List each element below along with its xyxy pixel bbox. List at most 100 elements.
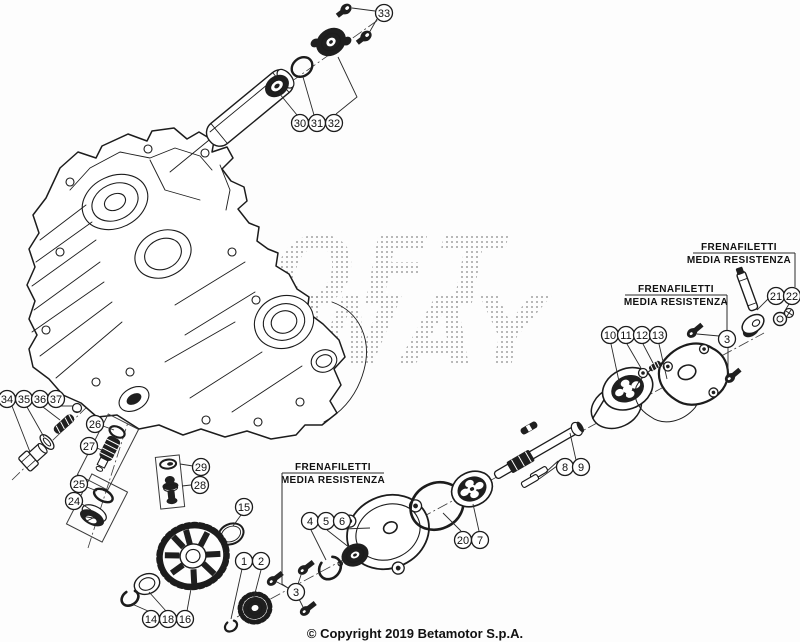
svg-text:8: 8 bbox=[562, 462, 568, 474]
svg-text:18: 18 bbox=[162, 614, 174, 626]
svg-text:25: 25 bbox=[73, 479, 85, 491]
part-oring-31 bbox=[290, 55, 314, 79]
part-pin-8b bbox=[520, 474, 540, 488]
threadlock-label-2: FRENAFILETTI MEDIA RESISTENZA bbox=[624, 284, 728, 331]
part-circlip-1 bbox=[223, 619, 239, 633]
part-washer-18 bbox=[133, 572, 161, 596]
part-screw-3a bbox=[266, 571, 284, 586]
engine-crankcase-drawing bbox=[26, 127, 367, 440]
svg-text:31: 31 bbox=[311, 118, 323, 130]
balloon-33: 33 bbox=[374, 3, 394, 23]
svg-text:27: 27 bbox=[83, 441, 95, 453]
svg-text:15: 15 bbox=[238, 502, 250, 514]
svg-text:35: 35 bbox=[18, 394, 30, 406]
threadlock-label-line2: MEDIA RESISTENZA bbox=[687, 255, 791, 266]
balloon-2: 2 bbox=[251, 551, 271, 571]
part-rotor-10 bbox=[590, 366, 654, 430]
svg-text:16: 16 bbox=[179, 614, 191, 626]
exploded-parts bbox=[18, 3, 795, 633]
balloon-4: 4 bbox=[300, 511, 320, 531]
part-screw-3c bbox=[299, 601, 317, 616]
svg-text:2: 2 bbox=[258, 556, 264, 568]
balloon-21: 21 bbox=[766, 286, 786, 306]
balloon-29: 29 bbox=[191, 457, 211, 477]
part-pump-body-13 bbox=[657, 342, 729, 406]
threadlock-label-line1: FRENAFILETTI bbox=[701, 242, 777, 253]
balloon-37: 37 bbox=[46, 389, 66, 409]
balloon-6: 6 bbox=[332, 511, 352, 531]
threadlock-label-line2: MEDIA RESISTENZA bbox=[281, 475, 385, 486]
part-ball-37 bbox=[71, 402, 83, 414]
part-pin-9 bbox=[520, 421, 538, 435]
part-seal-30 bbox=[265, 74, 289, 98]
part-bolt-33b bbox=[355, 30, 372, 45]
svg-text:6: 6 bbox=[339, 516, 345, 528]
part-nut-11 bbox=[637, 367, 649, 379]
svg-text:36: 36 bbox=[34, 394, 46, 406]
balloon-30: 30 bbox=[290, 113, 310, 133]
svg-text:32: 32 bbox=[328, 118, 340, 130]
balloon-7: 7 bbox=[470, 530, 490, 550]
svg-text:28: 28 bbox=[194, 480, 206, 492]
leader-lines bbox=[11, 7, 790, 620]
threadlock-label-line1: FRENAFILETTI bbox=[295, 462, 371, 473]
balloon-28: 28 bbox=[190, 475, 210, 495]
part-group-valve bbox=[154, 454, 186, 510]
svg-text:1: 1 bbox=[241, 556, 247, 568]
svg-text:5: 5 bbox=[323, 516, 329, 528]
part-cap-32 bbox=[310, 27, 352, 57]
svg-text:34: 34 bbox=[1, 394, 13, 406]
svg-text:30: 30 bbox=[294, 118, 306, 130]
svg-text:21: 21 bbox=[770, 291, 782, 303]
part-group-filter-cover bbox=[65, 473, 129, 543]
part-plug-34 bbox=[18, 442, 48, 472]
balloon-25: 25 bbox=[69, 474, 89, 494]
balloon-27: 27 bbox=[79, 436, 99, 456]
part-pin-12 bbox=[648, 360, 662, 372]
threadlock-label-1: FRENAFILETTI MEDIA RESISTENZA bbox=[687, 242, 796, 287]
part-shaft bbox=[493, 421, 585, 480]
part-screw-3b bbox=[297, 560, 315, 575]
svg-text:20: 20 bbox=[457, 535, 469, 547]
part-screw-3e bbox=[724, 367, 742, 383]
threadlock-label-line2: MEDIA RESISTENZA bbox=[624, 297, 728, 308]
svg-text:7: 7 bbox=[477, 535, 483, 547]
balloon-14: 14 bbox=[141, 609, 161, 629]
copyright-text: © Copyright 2019 Betamotor S.p.A. bbox=[307, 626, 523, 641]
threadlock-label-3: FRENAFILETTI MEDIA RESISTENZA bbox=[281, 462, 385, 589]
part-bolt-22 bbox=[772, 307, 795, 327]
part-gear-2 bbox=[237, 591, 273, 625]
part-cover-6 bbox=[343, 493, 430, 575]
balloon-18: 18 bbox=[158, 609, 178, 629]
svg-text:9: 9 bbox=[578, 462, 584, 474]
part-jet-21 bbox=[735, 266, 765, 338]
balloon-32: 32 bbox=[324, 113, 344, 133]
balloon-3: 3 bbox=[286, 582, 306, 602]
svg-text:14: 14 bbox=[145, 614, 157, 626]
part-screw-3d bbox=[686, 322, 704, 338]
part-circlip-4 bbox=[317, 555, 344, 581]
threadlock-label-line1: FRENAFILETTI bbox=[638, 284, 714, 295]
part-seal-5 bbox=[341, 543, 369, 567]
balloon-3: 3 bbox=[717, 329, 737, 349]
balloon-1: 1 bbox=[234, 551, 254, 571]
balloon-26: 26 bbox=[85, 414, 105, 434]
balloon-31: 31 bbox=[307, 113, 327, 133]
balloon-34: 34 bbox=[0, 389, 17, 409]
part-circlip-14 bbox=[120, 588, 140, 608]
balloon-15: 15 bbox=[234, 497, 254, 517]
svg-text:11: 11 bbox=[620, 330, 631, 342]
svg-text:24: 24 bbox=[68, 496, 80, 508]
svg-text:13: 13 bbox=[652, 330, 664, 342]
svg-text:33: 33 bbox=[378, 8, 390, 20]
part-spring-36 bbox=[53, 414, 75, 434]
svg-text:12: 12 bbox=[636, 330, 648, 342]
balloon-35: 35 bbox=[14, 389, 34, 409]
svg-text:37: 37 bbox=[50, 394, 62, 406]
part-oring-15 bbox=[217, 522, 245, 546]
svg-text:3: 3 bbox=[724, 334, 730, 346]
